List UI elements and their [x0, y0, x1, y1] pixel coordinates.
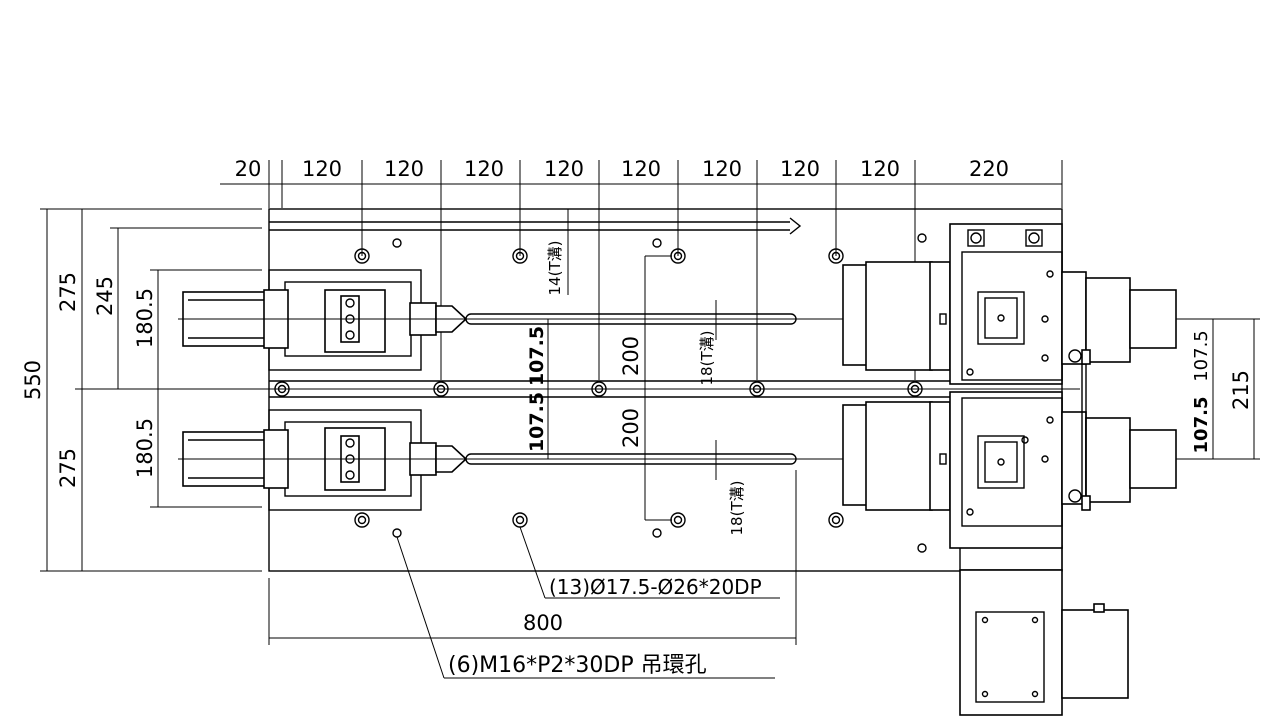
top-dim-7: 120 — [702, 157, 742, 181]
lower-spindle-head — [842, 364, 1177, 549]
bottom-dimension: 800 — [268, 470, 797, 645]
dim-107-upper-right: 107.5 — [1191, 330, 1212, 382]
top-dim-1: 20 — [235, 157, 262, 181]
t-slot-18-upper-label: 18(T溝) — [698, 331, 716, 386]
dim-550: 550 — [21, 360, 45, 400]
lift-holes — [392, 233, 927, 553]
top-dim-3: 120 — [384, 157, 424, 181]
upper-spindle-head — [842, 223, 1177, 385]
dim-215: 215 — [1229, 370, 1253, 410]
hole — [354, 248, 370, 264]
hole — [828, 512, 844, 528]
counterbore-note: (13)Ø17.5-Ø26*20DP — [549, 575, 762, 599]
hole — [907, 381, 923, 397]
left-dimensions: 550 275 275 245 180.5 180.5 — [21, 208, 262, 572]
hole — [354, 512, 370, 528]
dim-107-lower-center: 107.5 — [526, 392, 548, 452]
dim-107-upper-center: 107.5 — [526, 326, 548, 386]
dim-800: 800 — [523, 611, 563, 635]
hole — [749, 381, 765, 397]
dim-275-lower: 275 — [56, 448, 80, 488]
hole — [828, 248, 844, 264]
top-dim-6: 120 — [621, 157, 661, 181]
hole — [512, 512, 528, 528]
center-dimensions: 107.5 107.5 200 200 14(T溝) 18(T溝) 18(T溝) — [526, 209, 746, 535]
counterbore-holes — [274, 248, 923, 528]
hole — [274, 381, 290, 397]
hole — [433, 381, 449, 397]
t-slot-14-label: 14(T溝) — [546, 241, 564, 296]
top-dim-5: 120 — [544, 157, 584, 181]
top-dim-8: 120 — [780, 157, 820, 181]
upper-vise — [178, 269, 1190, 371]
dim-180-lower: 180.5 — [133, 418, 157, 478]
dim-245: 245 — [93, 276, 117, 316]
dim-200-upper: 200 — [619, 336, 643, 376]
dim-107-lower-right: 107.5 — [1191, 397, 1212, 454]
t-slot-18-lower-label: 18(T溝) — [728, 481, 746, 536]
top-dim-10: 220 — [969, 157, 1009, 181]
top-dimension-chain: 20 120 120 120 120 120 120 120 120 220 — [220, 157, 1063, 380]
leader-notes: (13)Ø17.5-Ø26*20DP (6)M16*P2*30DP 吊環孔 — [396, 526, 780, 679]
base-plate — [262, 208, 1080, 572]
hole — [591, 381, 607, 397]
right-dimensions: 107.5 107.5 215 — [1180, 318, 1260, 460]
dim-275-upper: 275 — [56, 272, 80, 312]
hole — [512, 248, 528, 264]
top-dim-4: 120 — [464, 157, 504, 181]
top-dim-9: 120 — [860, 157, 900, 181]
dim-200-lower: 200 — [619, 408, 643, 448]
bottom-motor-box — [959, 569, 1129, 716]
lower-vise — [178, 409, 1190, 511]
hole — [670, 512, 686, 528]
lift-hole-note: (6)M16*P2*30DP 吊環孔 — [448, 653, 707, 678]
top-dim-2: 120 — [302, 157, 342, 181]
dim-180-upper: 180.5 — [133, 288, 157, 348]
